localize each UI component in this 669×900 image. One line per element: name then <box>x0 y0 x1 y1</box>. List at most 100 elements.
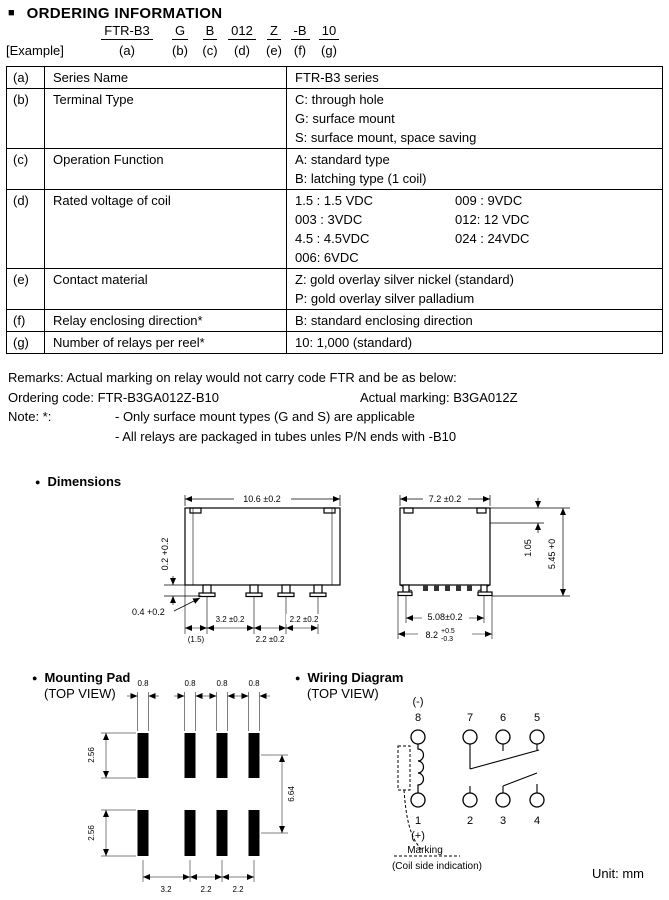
marking-indicator-box <box>397 745 411 791</box>
remarks-block: Remarks: Actual marking on relay would n… <box>8 368 518 446</box>
example-code-part: G <box>162 23 198 40</box>
example-tag: (g) <box>321 43 337 58</box>
end-height-dims <box>490 498 570 597</box>
mounting-pad-header: ● Mounting Pad <box>32 670 130 685</box>
dim-label-overall-minus: -0.3 <box>441 636 453 643</box>
row-name: Number of relays per reel* <box>44 331 287 354</box>
pin-circles <box>410 729 545 808</box>
coil-symbol <box>417 744 425 793</box>
value-line: S: surface mount, space saving <box>295 130 477 145</box>
mounting-pad-subtitle: (TOP VIEW) <box>44 686 116 701</box>
dim-label-height-upper: 1.05 <box>523 539 533 557</box>
ordering-code-line: Ordering code: FTR-B3GA012Z-B10 Actual ma… <box>8 388 518 408</box>
example-tag: (c) <box>202 43 218 58</box>
voltage-code: 006: 6VDC <box>295 250 359 265</box>
pin-number-3: 3 <box>500 815 506 827</box>
value-line: 006: 6VDC <box>295 248 654 267</box>
note-line: Note: *:- Only surface mount types (G an… <box>8 407 518 427</box>
pad-width-label-2: 0.8 <box>216 679 228 688</box>
pad-pitch-label-2: 2.2 <box>232 885 244 894</box>
marking-sub-label: (Coil side indication) <box>392 861 482 872</box>
wiring-diagram-header: ● Wiring Diagram <box>295 670 403 685</box>
dim-label-end-width: 7.2 ±0.2 <box>429 494 461 504</box>
table-row-c: (c) Operation Function A: standard type … <box>6 148 663 190</box>
actual-marking: Actual marking: B3GA012Z <box>360 389 518 405</box>
table-row-e: (e) Contact material Z: gold overlay sil… <box>6 268 663 310</box>
row-key: (a) <box>6 66 45 89</box>
pad-width-label-3: 0.8 <box>248 679 260 688</box>
coil-minus-label: (-) <box>413 696 424 708</box>
voltage-code: 024 : 24VDC <box>455 231 530 246</box>
example-code-part: 012 <box>222 23 262 40</box>
voltage-code: 1.5 : 1.5 VDC <box>295 193 374 208</box>
unit-label: Unit: mm <box>592 866 644 881</box>
row-key: (d) <box>6 189 45 269</box>
example-code-part: B <box>198 23 222 40</box>
example-label: [Example] <box>6 43 64 58</box>
pad-width-label-0: 0.8 <box>137 679 149 688</box>
code-function: B <box>202 23 218 40</box>
row-key: (e) <box>6 268 45 310</box>
remarks-line: Remarks: Actual marking on relay would n… <box>8 370 457 385</box>
code-reel: 10 <box>318 23 340 40</box>
row-name: Series Name <box>44 66 287 89</box>
example-tag: (e) <box>266 43 282 58</box>
example-tag: (f) <box>293 43 307 58</box>
value-line: G: surface mount <box>295 111 395 126</box>
example-code-part: 10 <box>314 23 344 40</box>
pin-number-5: 5 <box>534 712 540 724</box>
row-span-dim <box>261 754 288 834</box>
page-title: ORDERING INFORMATION <box>26 5 223 22</box>
pad-pitch-label-1: 2.2 <box>200 885 212 894</box>
dim-label-pitch-0: (1.5) <box>188 635 205 644</box>
dim-label-lead-thickness: 0.4 +0.2 <box>132 607 165 617</box>
square-bullet-icon: ■ <box>8 7 15 19</box>
pad-width-label-1: 0.8 <box>184 679 196 688</box>
example-spacer <box>4 23 92 40</box>
ordering-code: Ordering code: FTR-B3GA012Z-B10 <box>8 389 219 405</box>
pin-number-7: 7 <box>467 712 473 724</box>
side-view-leads <box>198 584 327 598</box>
row-values: Z: gold overlay silver nickel (standard)… <box>286 268 663 310</box>
code-terminal: G <box>171 23 189 40</box>
value-line: A: standard type <box>295 152 390 167</box>
row-name: Contact material <box>44 268 287 310</box>
row-key: (f) <box>6 309 45 332</box>
table-row-f: (f) Relay enclosing direction* B: standa… <box>6 309 663 332</box>
pad-height-dims <box>101 732 136 857</box>
pad-pitch-label-0: 3.2 <box>160 885 172 894</box>
pin-number-2: 2 <box>467 815 473 827</box>
circle-bullet-icon: ● <box>35 476 41 487</box>
row-name: Relay enclosing direction* <box>44 309 287 332</box>
side-standoff-dim <box>164 576 201 605</box>
relay-end-view <box>397 507 493 597</box>
relay-side-view <box>184 507 341 598</box>
example-tag: (a) <box>119 43 135 58</box>
pin-number-6: 6 <box>500 712 506 724</box>
dimensions-header: ● Dimensions <box>35 474 121 489</box>
wiring-diagram-drawing: (-) 8 7 6 5 1 2 3 4 <box>392 696 545 872</box>
mounting-pad-drawing: 0.8 0.8 0.8 0.8 2.56 2.56 6.64 <box>87 679 296 894</box>
value-line: B: standard enclosing direction <box>295 313 473 328</box>
marking-label: Marking <box>407 845 443 856</box>
voltage-code: 012: 12 VDC <box>455 212 530 227</box>
code-direction: -B <box>290 23 310 40</box>
row-values: A: standard type B: latching type (1 coi… <box>286 148 663 190</box>
dimensions-title: Dimensions <box>47 474 122 489</box>
wiring-diagram-subtitle: (TOP VIEW) <box>307 686 379 701</box>
voltage-code: 009 : 9VDC <box>455 193 523 208</box>
dim-label-height-total: 5.45 +0 <box>547 539 557 569</box>
row-values: C: through hole G: surface mount S: surf… <box>286 88 663 149</box>
dim-label-pitch-3: 2.2 ±0.2 <box>290 615 319 624</box>
value-line: 4.5 : 4.5VDC 024 : 24VDC <box>295 229 654 248</box>
voltage-code: 4.5 : 4.5VDC <box>295 231 370 246</box>
dim-label-pitch-2: 2.2 ±0.2 <box>256 635 285 644</box>
note-label: Note: *: <box>8 409 52 424</box>
table-row-b: (b) Terminal Type C: through hole G: sur… <box>6 88 663 149</box>
table-row-a: (a) Series Name FTR-B3 series <box>6 66 663 89</box>
marking-leader-line <box>403 789 423 851</box>
pin-number-1: 1 <box>415 815 421 827</box>
note-line: - All relays are packaged in tubes unles… <box>8 427 518 447</box>
value-line: 10: 1,000 (standard) <box>295 335 413 350</box>
code-series: FTR-B3 <box>101 23 153 40</box>
